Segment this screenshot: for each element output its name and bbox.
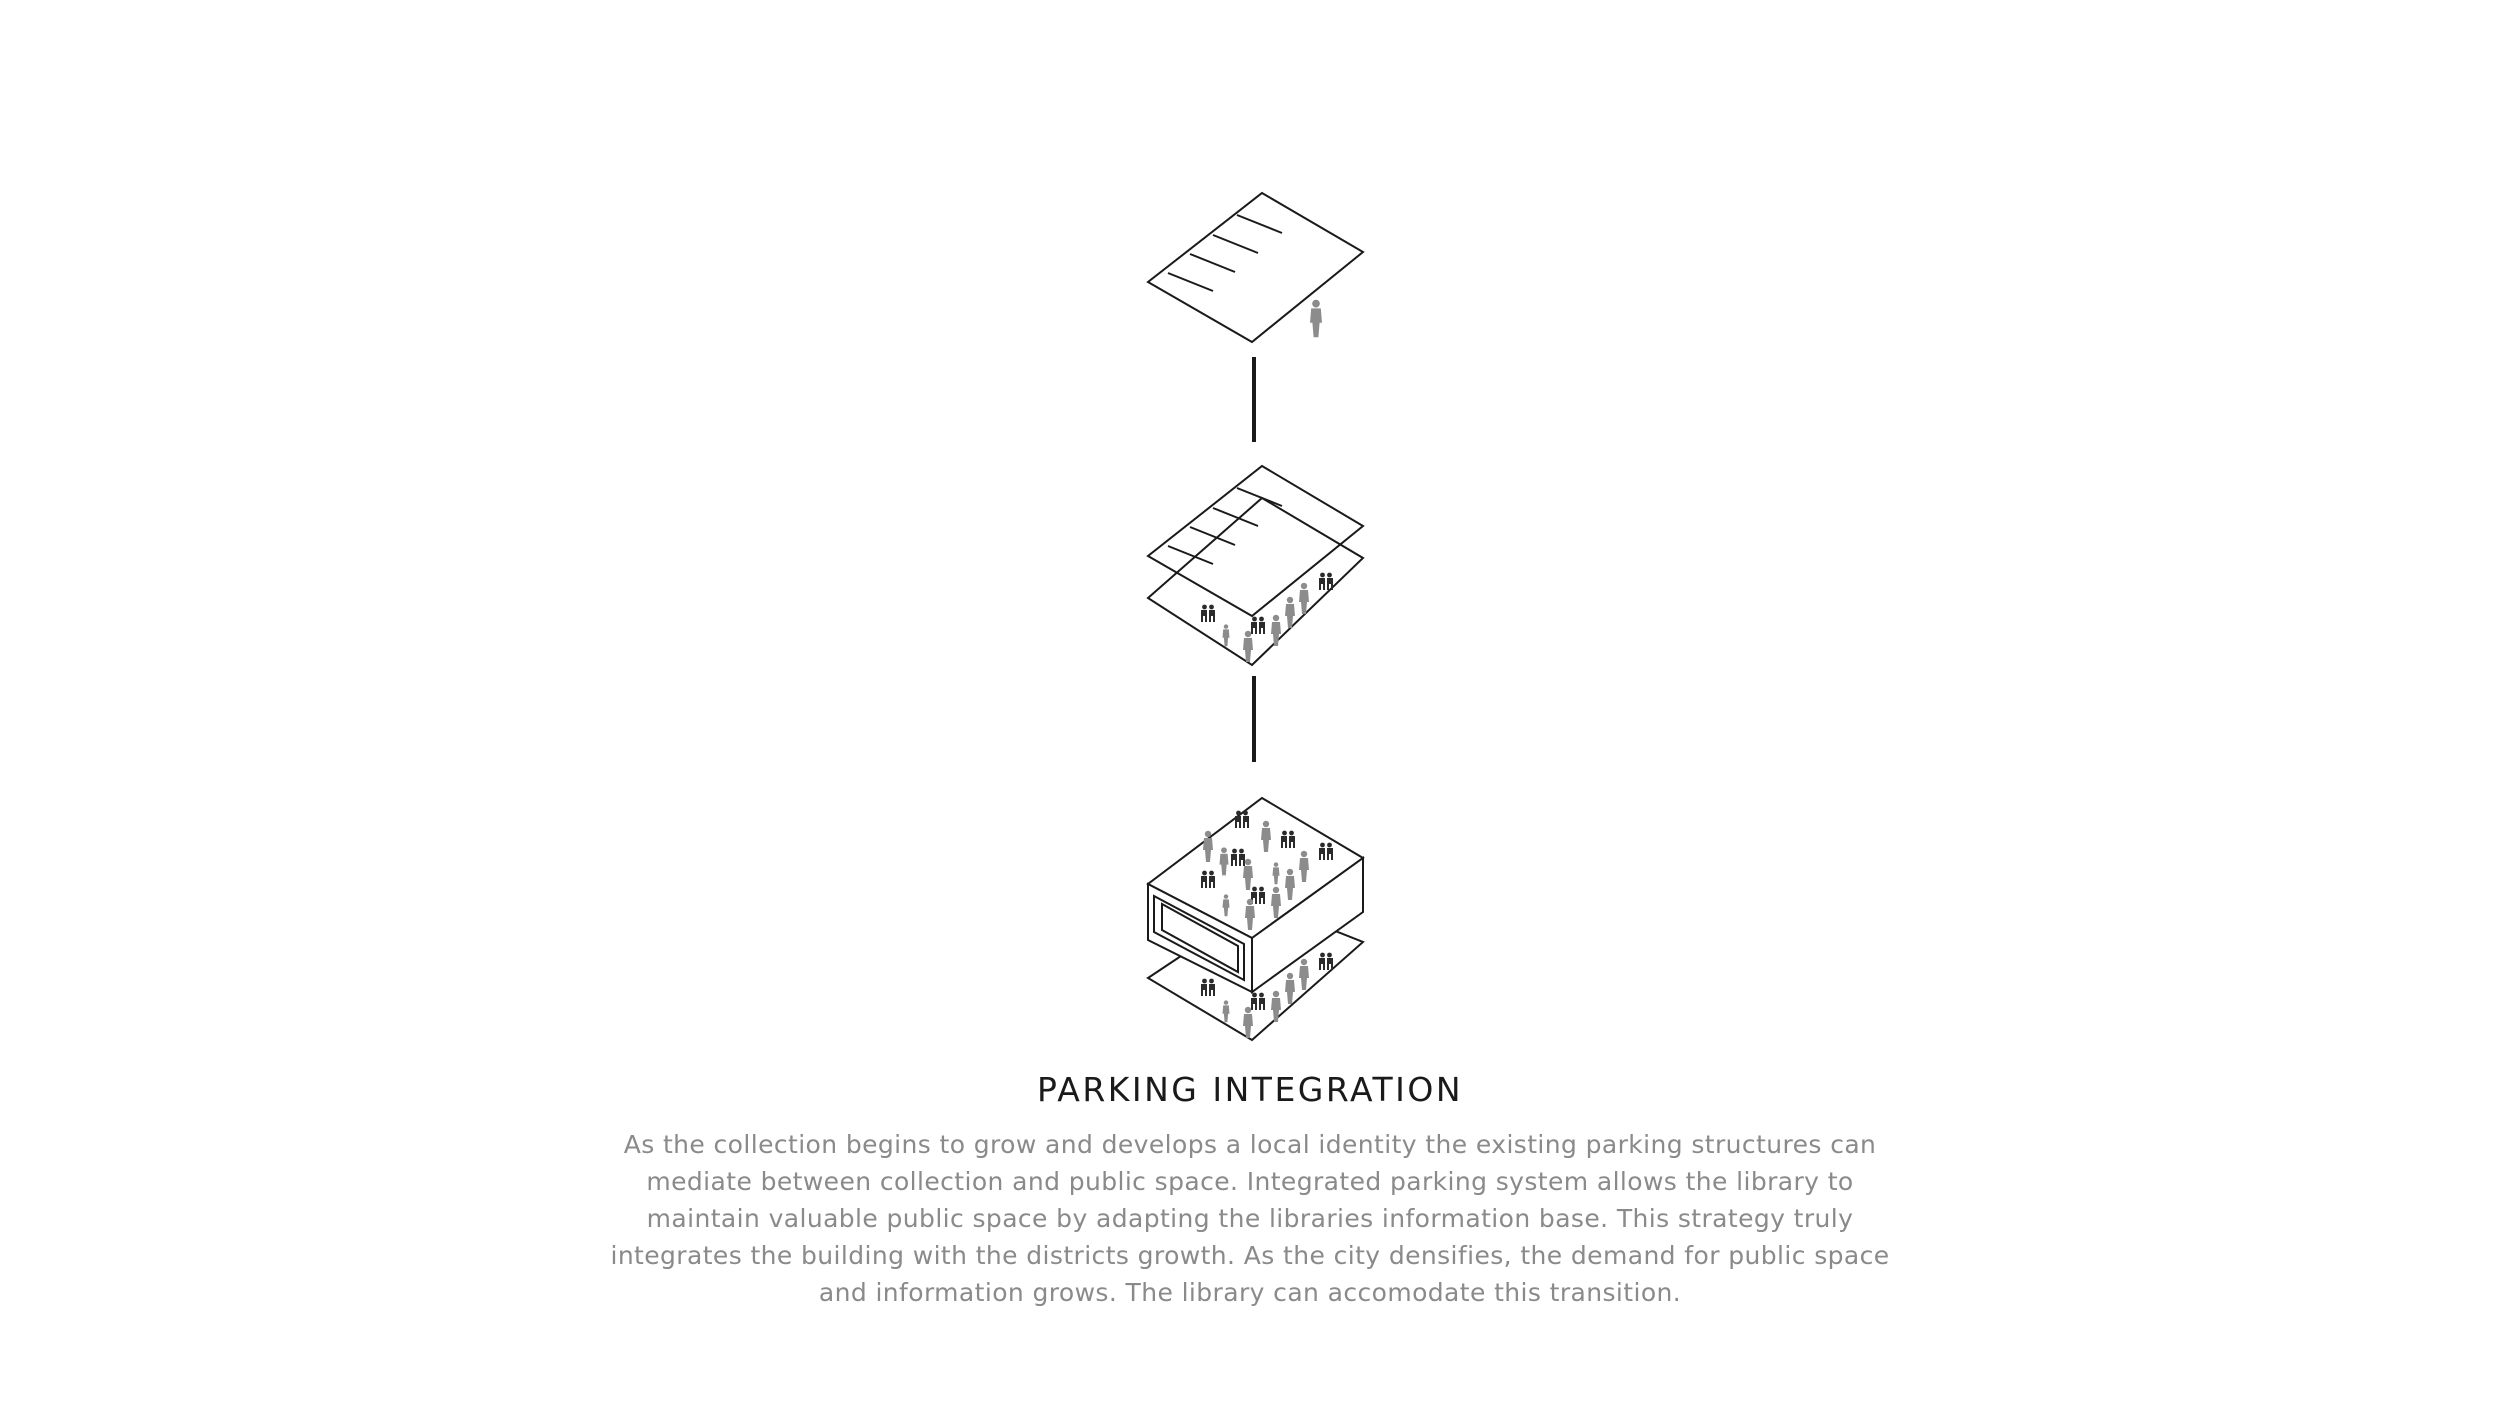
people-icons	[1201, 572, 1333, 662]
stage-double-plane	[1146, 464, 1365, 667]
building-right-face	[1251, 856, 1364, 994]
parking-stripe	[1167, 272, 1214, 292]
building-opening	[1153, 894, 1245, 982]
parking-stripe	[1236, 214, 1283, 234]
plane-outline	[1146, 191, 1365, 344]
stage-building-with-plaza	[1146, 796, 1365, 1042]
parking-stripe	[1212, 234, 1259, 254]
parking-stripe	[1236, 487, 1283, 507]
stage-ground-plane	[1146, 191, 1365, 344]
plaza-plane	[1146, 496, 1365, 667]
parking-stripe	[1189, 253, 1236, 273]
diagram-description: As the collection begins to grow and dev…	[610, 1130, 1890, 1307]
building-opening-inner	[1161, 902, 1239, 974]
parking-stripe	[1212, 507, 1259, 527]
person-icon	[1310, 299, 1322, 338]
parking-stripe	[1167, 545, 1214, 565]
diagram-title: PARKING INTEGRATION	[1036, 1070, 1464, 1109]
parking-plane	[1146, 464, 1365, 618]
parking-stripe	[1189, 526, 1236, 546]
